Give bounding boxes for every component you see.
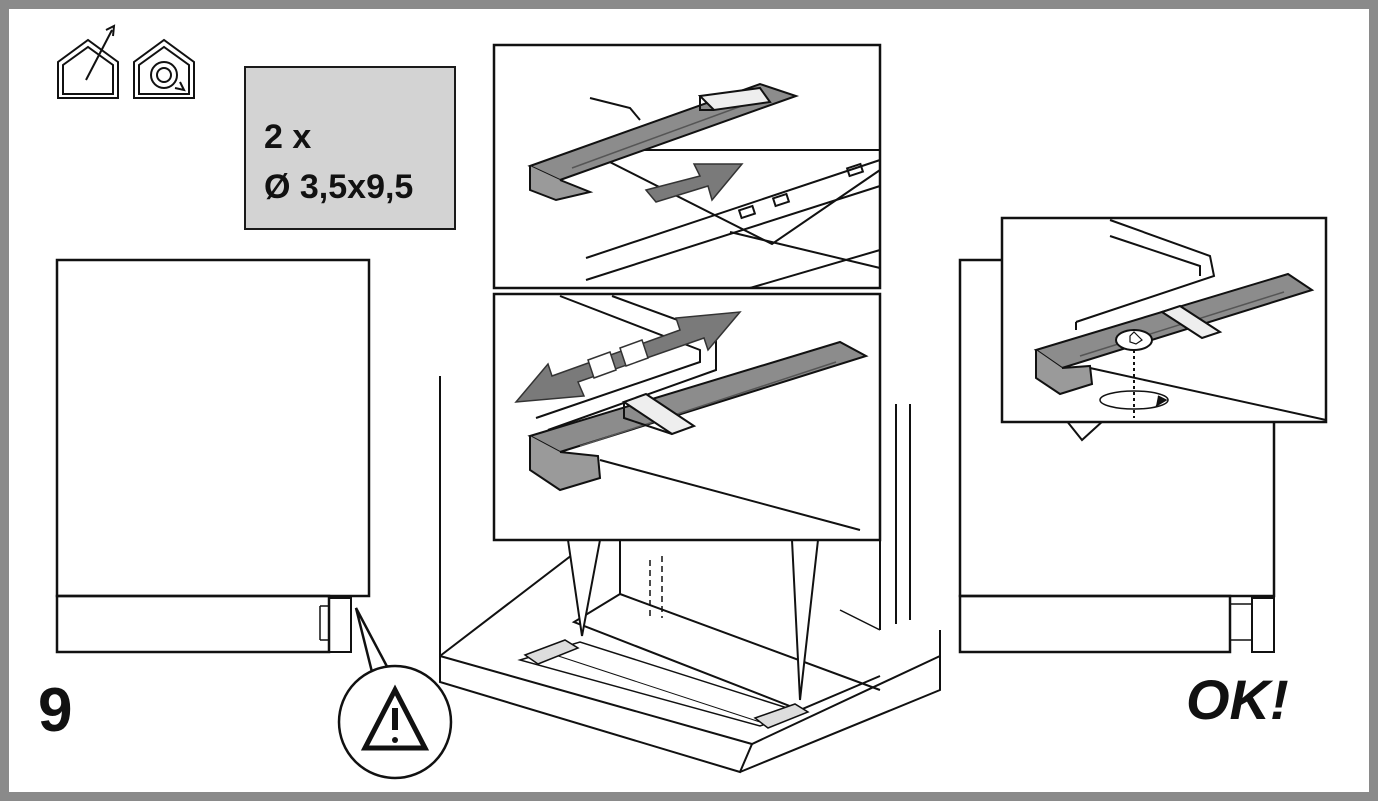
bracket-upper	[527, 82, 800, 202]
cooker-hood	[439, 376, 941, 774]
step-number: 9	[38, 676, 73, 745]
inset-panel-slide-bracket	[492, 292, 882, 542]
screw-spec-box: 2 x Ø 3,5x9,5	[244, 66, 456, 230]
warning-icon	[337, 607, 453, 780]
screw-size: Ø 3,5x9,5	[264, 168, 414, 206]
bracket-lower	[527, 340, 869, 492]
inset-panel-insert-bracket	[492, 43, 882, 290]
push-arrow-icon	[644, 163, 744, 203]
rotation-arrow-icon	[1099, 350, 1169, 418]
slide-arrows-icon	[514, 311, 742, 403]
screw-quantity: 2 x	[264, 118, 312, 156]
bracket-right	[1033, 272, 1315, 396]
left-wall-cabinet	[55, 258, 371, 654]
recirculation-mode-icon	[133, 38, 195, 99]
chimney-outlet-mode-icon	[57, 24, 119, 99]
inset-panel-screw-fixing	[1000, 216, 1328, 424]
ok-label: OK!	[1186, 668, 1289, 731]
